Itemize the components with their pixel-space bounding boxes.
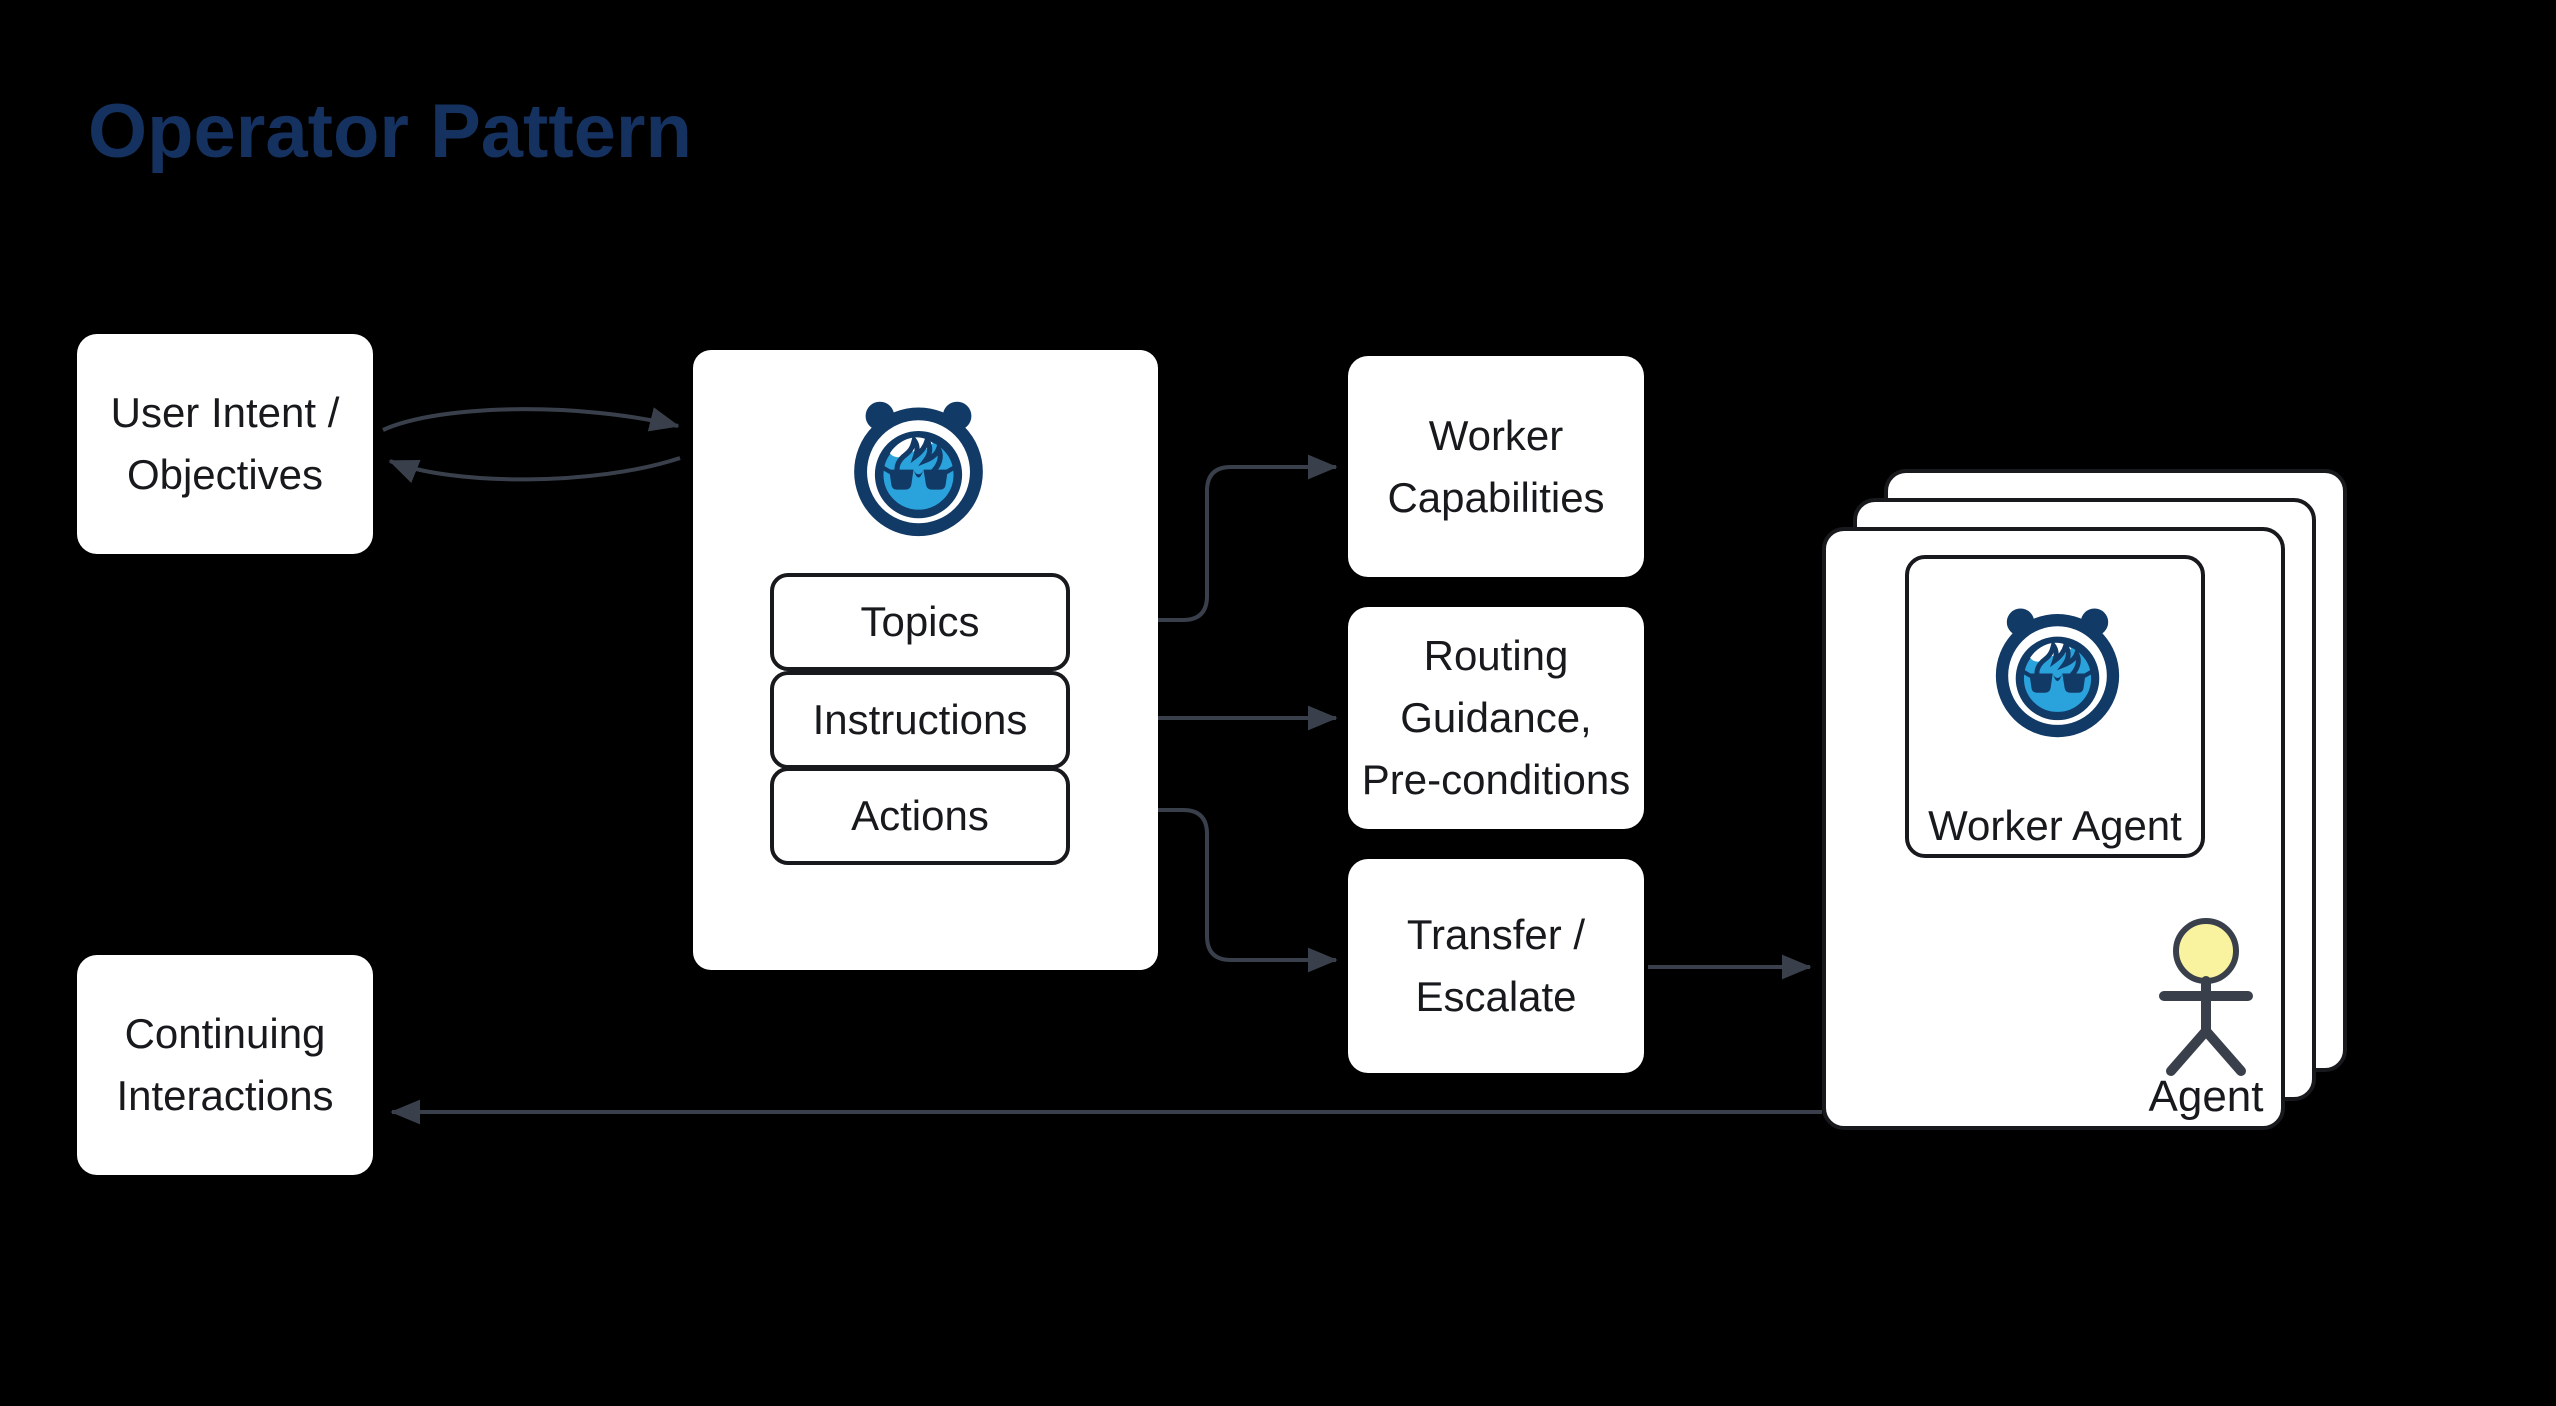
arrow-user-intent-to-operator <box>382 407 680 432</box>
arrow-topics-to-worker-capabilities <box>1070 454 1338 622</box>
node-instructions: Instructions <box>770 671 1070 769</box>
node-continuing-interactions: Continuing Interactions <box>77 955 373 1175</box>
node-topics: Topics <box>770 573 1070 671</box>
worker-agent-label: Worker Agent <box>1928 802 2182 849</box>
node-actions: Actions <box>770 767 1070 865</box>
worker-capabilities-line2: Capabilities <box>1387 473 1605 521</box>
continuing-interactions-line2: Interactions <box>116 1072 334 1119</box>
continuing-interactions-line1: Continuing <box>124 1010 326 1057</box>
user-intent-label-line1: User Intent / <box>110 389 340 436</box>
page-title: Operator Pattern <box>88 89 692 174</box>
instructions-label: Instructions <box>812 696 1028 743</box>
actions-label: Actions <box>851 792 989 839</box>
worker-capabilities-line1: Worker <box>1428 411 1564 459</box>
node-operator: Topics Instructions Actions <box>693 350 1158 970</box>
node-user-intent: User Intent / Objectives <box>77 334 373 554</box>
worker-agent-card-front: Worker Agent <box>1822 527 2285 1130</box>
node-worker-agent: Worker Agent <box>1905 555 2205 858</box>
user-intent-label-line2: Objectives <box>126 451 324 498</box>
arrow-operator-to-user-intent <box>388 456 681 483</box>
transfer-escalate-line1: Transfer / <box>1406 911 1586 958</box>
node-transfer-escalate: Transfer / Escalate <box>1348 859 1644 1073</box>
routing-guidance-line3: Pre-conditions <box>1361 756 1631 803</box>
routing-guidance-line2: Guidance, <box>1400 694 1592 741</box>
node-worker-capabilities: Worker Capabilities <box>1348 356 1644 577</box>
routing-guidance-line1: Routing <box>1423 632 1569 679</box>
arrow-actions-to-transfer-escalate <box>1070 808 1338 973</box>
transfer-escalate-line2: Escalate <box>1415 973 1577 1020</box>
topics-label: Topics <box>860 598 980 645</box>
agent-label: Agent <box>2148 1072 2264 1121</box>
node-routing-guidance: Routing Guidance, Pre-conditions <box>1348 607 1644 829</box>
